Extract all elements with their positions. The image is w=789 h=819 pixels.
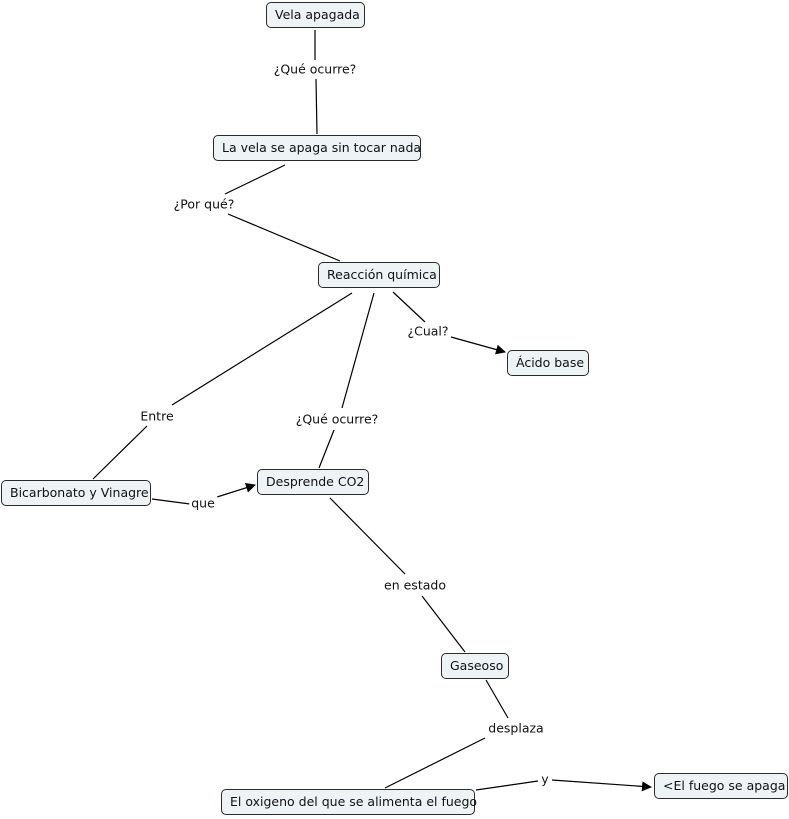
connector-lavela-porque — [224, 164, 286, 195]
concept-vela-apagada[interactable]: Vela apagada — [266, 2, 365, 28]
concept-oxigeno-fuego[interactable]: El oxigeno del que se alimenta el fuego — [221, 789, 477, 815]
link-que-ocurre-1: ¿Qué ocurre? — [271, 61, 359, 77]
concept-la-vela-se-apaga[interactable]: La vela se apaga sin tocar nada — [213, 135, 421, 161]
concept-reaccion-quimica[interactable]: Reacción química — [318, 262, 440, 288]
connector-porque-reaccion — [227, 213, 341, 262]
concept-fuego-se-apaga[interactable]: <El fuego se apaga — [654, 773, 788, 799]
connector-cual-acido — [450, 336, 506, 355]
link-por-que: ¿Por qué? — [171, 196, 237, 212]
connector-que-desprende — [216, 482, 256, 498]
link-y: y — [539, 771, 551, 787]
concept-acido-base[interactable]: Ácido base — [507, 350, 589, 376]
connector-desplaza-oxigeno — [384, 737, 486, 789]
connector-desprende-enestado — [329, 497, 406, 575]
link-desplaza: desplaza — [486, 720, 546, 736]
link-cual: ¿Cual? — [405, 323, 451, 339]
connector-entre-bicarbonato — [92, 425, 148, 480]
connector-queocurre-desprende — [318, 429, 335, 469]
connector-que-lavela — [315, 78, 318, 135]
connector-reaccion-queocurre — [341, 292, 375, 409]
concept-bicarbonato-vinagre[interactable]: Bicarbonato y Vinagre — [1, 480, 151, 506]
link-que-ocurre-2: ¿Qué ocurre? — [293, 411, 381, 427]
link-en-estado: en estado — [382, 577, 448, 593]
connector-reaccion-cual — [392, 291, 426, 323]
connector-oxigeno-y — [475, 780, 539, 791]
concept-gaseoso[interactable]: Gaseoso — [441, 653, 509, 679]
connector-bicarbonato-que — [151, 498, 191, 505]
connector-enestado-gaseoso — [421, 595, 466, 653]
link-que: que — [189, 495, 217, 511]
connector-gaseoso-desplaza — [485, 679, 509, 719]
concept-desprende-co2[interactable]: Desprende CO2 — [257, 469, 369, 495]
connector-y-fuego — [551, 779, 652, 792]
connector-reaccion-entre — [171, 292, 353, 406]
link-entre: Entre — [138, 408, 176, 424]
